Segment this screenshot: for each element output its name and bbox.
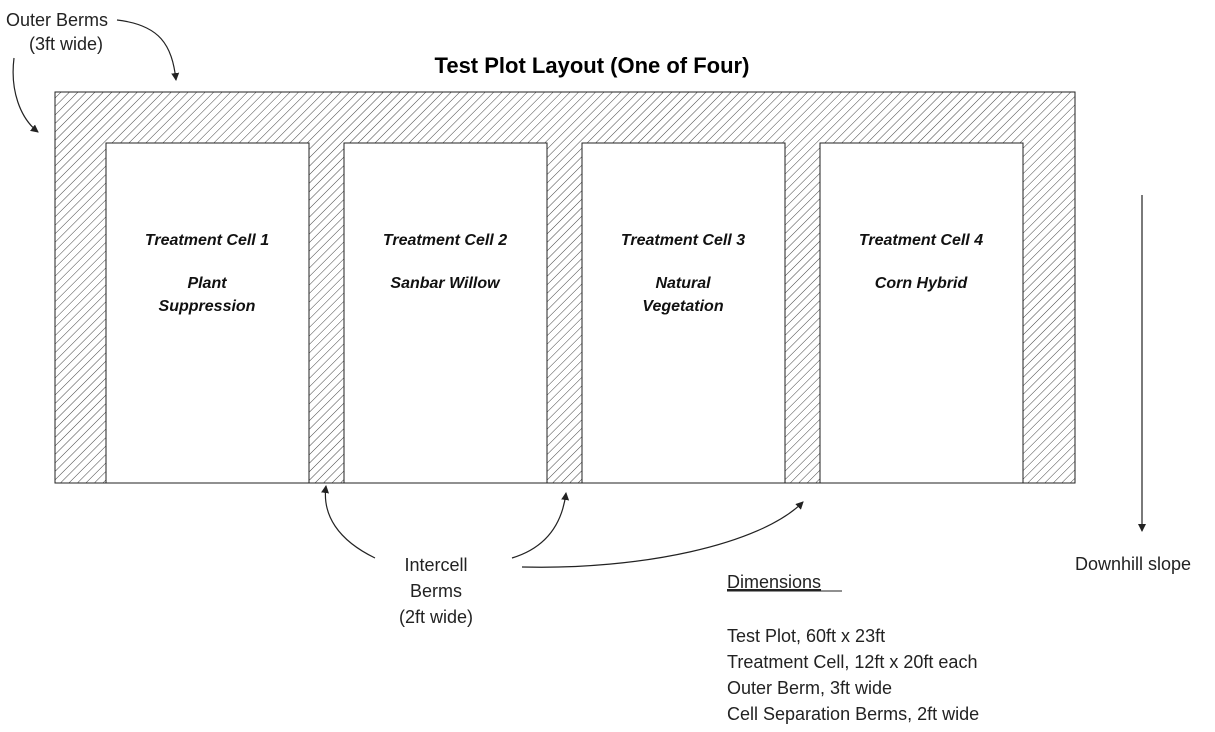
cell-1-line2: Suppression <box>159 298 256 315</box>
outer-berms-arrow-top <box>116 19 180 81</box>
outer-berms-label-line2: (3ft wide) <box>29 34 103 54</box>
treatment-cell-3: Treatment Cell 3 Natural Vegetation <box>581 142 786 484</box>
intercell-arrow-1 <box>321 485 376 559</box>
downhill-slope-label: Downhill slope <box>1075 554 1191 574</box>
dimension-item-plot: Test Plot, 60ft x 23ft <box>727 626 885 646</box>
cell-4-area <box>819 142 1024 484</box>
diagram-title: Test Plot Layout (One of Four) <box>435 53 750 78</box>
outer-berms-label-line1: Outer Berms <box>6 10 108 30</box>
intercell-label-line2: Berms <box>410 581 462 601</box>
cell-3-area <box>581 142 786 484</box>
cell-4-heading: Treatment Cell 4 <box>859 232 983 249</box>
cell-3-heading: Treatment Cell 3 <box>621 232 745 249</box>
cell-3-line2: Vegetation <box>642 298 723 315</box>
dimensions-heading: Dimensions <box>727 572 821 592</box>
dimension-item-cell: Treatment Cell, 12ft x 20ft each <box>727 652 977 672</box>
treatment-cell-1: Treatment Cell 1 Plant Suppression <box>105 142 310 484</box>
cell-2-line1: Sanbar Willow <box>390 275 501 292</box>
dimension-item-outer-berm: Outer Berm, 3ft wide <box>727 678 892 698</box>
cell-2-area <box>343 142 548 484</box>
cell-1-line1: Plant <box>187 275 227 292</box>
cell-1-area <box>105 142 310 484</box>
dimension-item-separation-berms: Cell Separation Berms, 2ft wide <box>727 704 979 724</box>
cell-1-heading: Treatment Cell 1 <box>145 232 269 249</box>
outer-berms-arrow-left <box>12 57 39 133</box>
intercell-label-line3: (2ft wide) <box>399 607 473 627</box>
intercell-arrow-2 <box>511 492 570 559</box>
intercell-label-line1: Intercell <box>404 555 467 575</box>
treatment-cell-2: Treatment Cell 2 Sanbar Willow <box>343 142 548 484</box>
intercell-arrow-3 <box>521 501 804 568</box>
cell-3-line1: Natural <box>655 275 711 292</box>
cell-4-line1: Corn Hybrid <box>875 275 969 292</box>
cell-2-heading: Treatment Cell 2 <box>383 232 507 249</box>
treatment-cell-4: Treatment Cell 4 Corn Hybrid <box>819 142 1024 484</box>
